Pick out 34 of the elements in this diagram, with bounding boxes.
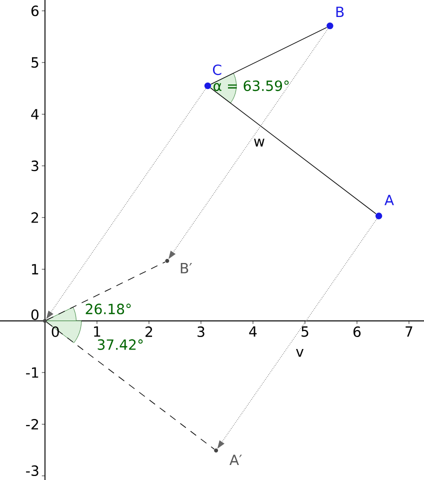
tick-label: 5: [302, 326, 308, 337]
point-label: A: [384, 194, 394, 206]
vector-arrow: [46, 88, 206, 319]
line-segment: [210, 88, 376, 214]
tick-label: -3: [26, 465, 38, 476]
tick-label: 4: [31, 109, 39, 120]
tick-label: 6: [31, 6, 38, 16]
tick-label: 0: [31, 309, 38, 320]
line-segment: [46, 262, 166, 320]
angle-label: 26.18°: [86, 304, 131, 314]
tick-label: 3: [32, 160, 38, 172]
line-segment: [210, 27, 328, 85]
point-label: B′: [180, 263, 192, 274]
tick-label: 1: [32, 264, 38, 274]
tick-label: 6: [353, 326, 361, 338]
tick-label: 2: [146, 326, 152, 337]
tick-label: -1: [26, 367, 38, 378]
point: [42, 318, 47, 323]
tick-label: 1: [94, 326, 100, 337]
point-label: B: [336, 6, 344, 18]
point-label: A′: [230, 454, 242, 465]
tick-label: 4: [249, 326, 257, 337]
tick-label: 0: [52, 326, 59, 338]
angle-label: 37.42°: [98, 339, 143, 350]
edge-label: w: [252, 138, 266, 148]
line-segment: [46, 322, 215, 450]
tick-label: 3: [198, 326, 204, 338]
tick-label: 7: [406, 326, 412, 337]
edge-label: v: [294, 348, 306, 358]
tick-label: -2: [26, 418, 38, 430]
tick-label: 5: [32, 57, 38, 68]
angle-label: α = 63.59°: [214, 80, 289, 92]
tick-label: 2: [31, 212, 38, 223]
point-label: C: [212, 64, 222, 76]
